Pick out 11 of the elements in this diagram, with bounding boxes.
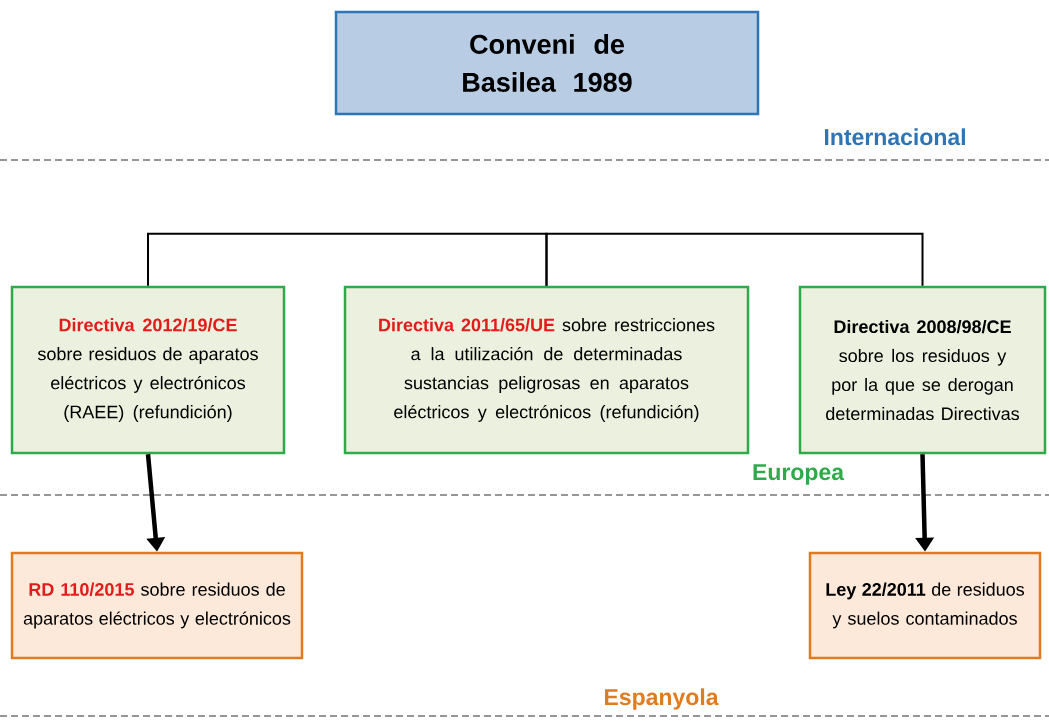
title-box: Conveni de Basilea 1989	[334, 10, 760, 116]
directive-box: Directiva 2008/98/CE sobre los residuos y por la que se derogan determinadas Directivas	[798, 285, 1047, 455]
level-label: Espanyola	[605, 688, 719, 710]
directive-box: Directiva 2012/19/CE sobre residuos de aparatos eléctricos y electrónicos (RAEE) (refundición)	[10, 285, 286, 455]
directive-box: Directiva 2011/65/UE sobre restricciones a la utilización de determinadas sustancias peligrosas en aparatos eléctricos y electrónicos (refundición)	[343, 285, 750, 455]
law-box: RD 110/2015 sobre residuos de aparatos eléctricos y electrónicos	[10, 551, 304, 660]
level-label: Internacional	[824, 128, 965, 146]
connector-line	[545, 232, 924, 287]
connector-line	[147, 232, 548, 287]
law-box: Ley 22/2011 de residuos y suelos contaminados	[808, 551, 1042, 660]
level-label: Europea	[753, 464, 845, 485]
